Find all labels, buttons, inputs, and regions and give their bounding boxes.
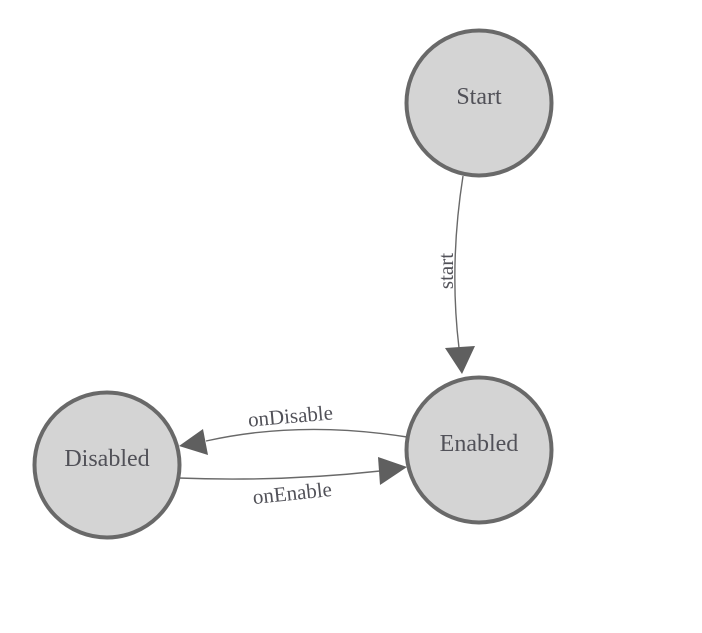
edge-disabled-to-enabled: onEnable <box>177 457 407 509</box>
edge-onenable-label: onEnable <box>252 477 333 509</box>
node-disabled-label: Disabled <box>64 446 149 472</box>
node-start-circle[interactable] <box>404 28 554 178</box>
edge-start-arrowhead <box>445 346 475 374</box>
edge-ondisable-line <box>205 428 408 442</box>
node-enabled-circle[interactable] <box>404 375 554 525</box>
node-start-label: Start <box>456 84 502 110</box>
edge-enabled-to-disabled: onDisable <box>179 400 408 455</box>
edge-ondisable-arrowhead <box>179 429 208 455</box>
node-disabled-circle[interactable] <box>32 390 182 540</box>
node-disabled: Disabled <box>32 390 182 540</box>
edge-onenable-line <box>177 470 381 480</box>
edge-ondisable-label: onDisable <box>247 400 334 431</box>
node-enabled: Enabled <box>404 375 554 525</box>
edge-onenable-arrowhead <box>378 457 407 485</box>
edge-start-line <box>454 175 464 349</box>
edge-start-label: start <box>434 253 458 289</box>
node-enabled-label: Enabled <box>440 431 519 457</box>
node-start: Start <box>404 28 554 178</box>
edge-start-to-enabled: start <box>434 175 475 374</box>
